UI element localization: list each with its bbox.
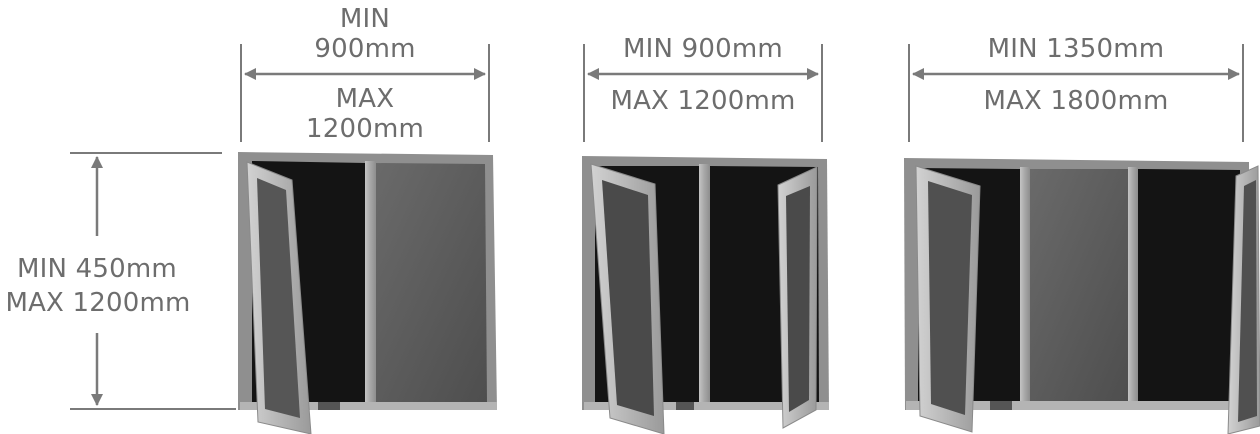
window-a-width-min-line1: MIN [339, 4, 391, 34]
window-a-width-max-line1: MAX [335, 84, 395, 114]
window-c-left-open-sash-glass [928, 181, 972, 415]
window-c-right-open-sash-glass [1238, 180, 1257, 422]
window-c-hinge-block [990, 401, 1012, 410]
window-b [582, 156, 829, 434]
window-a-glass-right [375, 163, 487, 402]
window-b-mullion [699, 164, 710, 404]
window-b-left-open-sash-glass [602, 180, 654, 416]
window-b-hinge-block [676, 402, 694, 410]
window-a-width-min-label: MIN 900mm [300, 4, 430, 64]
window-c-width-min-label: MIN 1350mm [987, 34, 1165, 64]
window-a-mullion [365, 161, 376, 404]
window-c-width-dimension [908, 44, 1244, 142]
window-a-width-min-line2: 900mm [314, 34, 416, 64]
height-dimension [70, 152, 236, 410]
window-a-sill [240, 402, 497, 410]
window-c-sill [906, 401, 1250, 410]
window-a-width-max-label: MAX 1200mm [295, 84, 435, 144]
window-c-glass-right [1138, 169, 1240, 401]
window-a-width-dimension [240, 44, 490, 142]
window-c [904, 158, 1260, 434]
window-a-hinge-block [318, 402, 340, 410]
window-b-width-dimension [583, 44, 823, 142]
window-b-right-open-sash-glass [786, 186, 810, 412]
window-c-mullion-right [1128, 167, 1138, 403]
window-a-open-sash-glass [257, 178, 300, 418]
window-b-sill [584, 402, 829, 410]
window-a [238, 152, 497, 434]
window-b-width-min-label: MIN 900mm [623, 34, 783, 64]
window-c-glass-middle [1030, 169, 1128, 401]
height-min-label: MIN 450mm [17, 254, 177, 284]
window-b-width-max-label: MAX 1200mm [610, 86, 796, 116]
window-c-width-max-label: MAX 1800mm [983, 86, 1169, 116]
window-a-width-max-line2: 1200mm [305, 114, 425, 144]
height-max-label: MAX 1200mm [5, 288, 191, 318]
window-c-mullion-left [1020, 167, 1030, 403]
